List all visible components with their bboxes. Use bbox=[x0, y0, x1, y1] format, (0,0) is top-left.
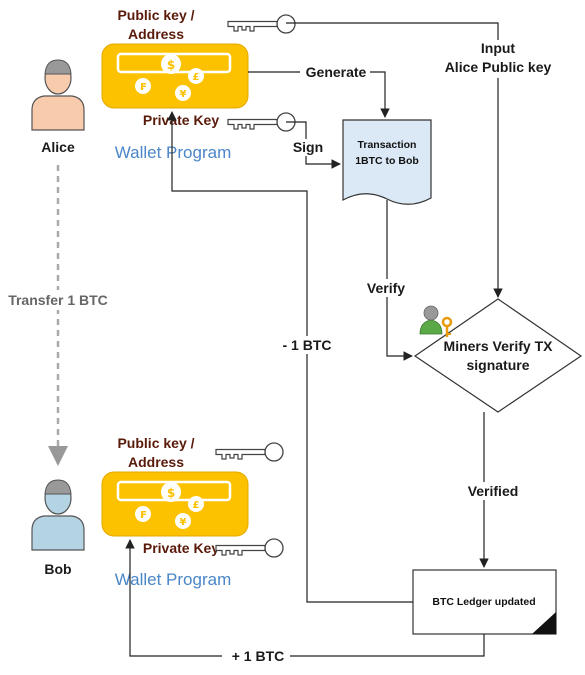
generate-label: Generate bbox=[306, 64, 367, 80]
miners-verify-diamond bbox=[413, 298, 583, 413]
minus-btc-label: - 1 BTC bbox=[283, 337, 332, 353]
generate-arrow bbox=[248, 71, 390, 118]
alice-private-key-icon bbox=[227, 112, 296, 132]
verified-label: Verified bbox=[468, 483, 519, 499]
transaction-line2: 1BTC to Bob bbox=[355, 155, 419, 167]
input-arrow bbox=[286, 22, 503, 298]
miner-key-icon bbox=[419, 305, 453, 337]
alice-private-key-label: Private Key bbox=[143, 112, 219, 128]
alice-label: Alice bbox=[41, 139, 75, 155]
alice-wallet-icon: $ £ ₣ ¥ bbox=[101, 43, 249, 109]
bob-label: Bob bbox=[44, 561, 71, 577]
svg-text:₣: ₣ bbox=[140, 82, 147, 93]
sign-label: Sign bbox=[293, 139, 323, 155]
bob-address-label: Address bbox=[128, 454, 184, 470]
alice-address-label: Address bbox=[128, 26, 184, 42]
bob-wallet-icon: $ £ ₣ ¥ bbox=[101, 471, 249, 537]
svg-text:₣: ₣ bbox=[140, 510, 147, 521]
bob-public-key-label: Public key / bbox=[117, 435, 194, 451]
alice-public-key-label: Public key / bbox=[117, 7, 194, 23]
miners-line2: signature bbox=[466, 357, 529, 373]
miners-line1: Miners Verify TX bbox=[444, 338, 554, 354]
input-label-line1: Input bbox=[481, 40, 516, 56]
plus-btc-arrow bbox=[125, 539, 485, 657]
transaction-document bbox=[342, 119, 432, 205]
svg-text:¥: ¥ bbox=[180, 89, 187, 100]
alice-avatar bbox=[31, 59, 85, 131]
bob-private-key-icon bbox=[215, 538, 284, 558]
alice-wallet-label: Wallet Program bbox=[115, 143, 232, 162]
svg-text:$: $ bbox=[167, 486, 175, 500]
svg-text:£: £ bbox=[193, 72, 200, 83]
bob-avatar bbox=[31, 479, 85, 551]
bob-private-key-label: Private Key bbox=[143, 540, 219, 556]
transfer-label: Transfer 1 BTC bbox=[8, 292, 108, 308]
verify-arrow bbox=[386, 200, 413, 361]
svg-text:£: £ bbox=[193, 500, 200, 511]
bob-public-key-icon bbox=[215, 442, 284, 462]
ledger-corner bbox=[532, 612, 556, 634]
svg-text:¥: ¥ bbox=[180, 517, 187, 528]
svg-text:$: $ bbox=[167, 58, 175, 72]
ledger-box bbox=[412, 569, 557, 635]
ledger-label: BTC Ledger updated bbox=[432, 596, 535, 608]
bob-wallet-label: Wallet Program bbox=[115, 570, 232, 589]
alice-public-key-icon bbox=[227, 14, 296, 34]
transaction-line1: Transaction bbox=[358, 139, 417, 151]
verify-label: Verify bbox=[367, 280, 405, 296]
input-label-line2: Alice Public key bbox=[445, 59, 552, 75]
plus-btc-label: + 1 BTC bbox=[232, 648, 285, 664]
minus-btc-arrow bbox=[167, 111, 413, 603]
